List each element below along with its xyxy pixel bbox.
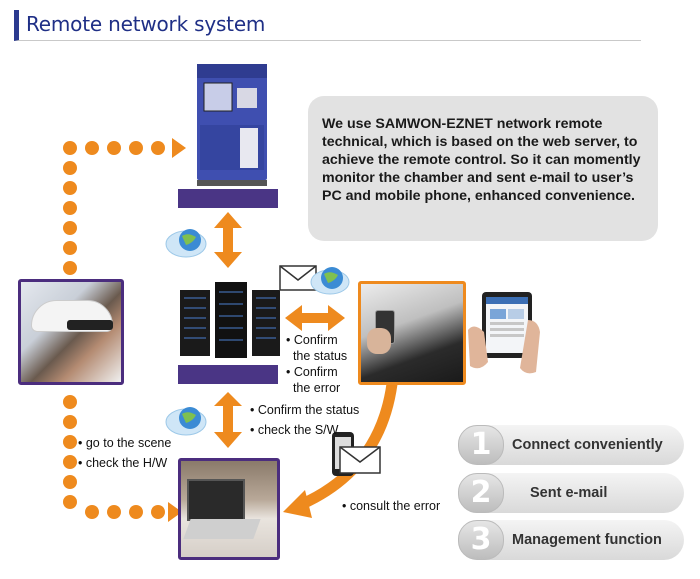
feature-label-3: Management function [512,532,662,548]
technician-photo [18,279,124,385]
label-check-sw: • check the S/W [250,423,339,437]
label-confirm-status-mid: • Confirm the status [250,403,360,417]
label-check-hw: • check the H/W [78,456,168,470]
label-confirm-error-right: • Confirm the error [286,365,341,395]
arrow-server-laptop [214,392,242,448]
dotted-path [63,138,186,522]
businessman-phone-photo [358,281,466,385]
goggles [67,320,113,330]
cloud-globe-icon [165,229,207,258]
phone-email-icon [332,432,381,476]
title-bar [14,10,641,41]
label-consult-error: • consult the error [342,499,441,513]
description-text: We use SAMWON-EZNET network remote techn… [322,116,641,204]
cloud-globe-icon [165,407,207,436]
email-icon [279,265,317,291]
tablet-image [468,292,540,374]
feature-number-2: 2 [458,473,504,513]
arrow-chamber-server [214,212,242,268]
feature-label-1: Connect conveniently [512,437,663,453]
cloud-globe-icon [310,267,350,295]
arrow-server-phone [285,305,345,331]
chamber-image [197,64,267,186]
laptop-keyboard [183,519,261,539]
feature-number-1: 1 [458,425,504,465]
feature-number-3: 3 [458,520,504,560]
laptop-photo [178,458,280,560]
feature-label-2: Sent e-mail [530,485,608,501]
hand [367,328,391,354]
server-plate [178,365,278,384]
description-box [308,96,658,241]
server-image [180,282,280,358]
label-confirm-status-right: • Confirm the status [286,333,348,363]
label-go-to-scene: • go to the scene [78,436,172,450]
chamber-plate [178,189,278,208]
laptop-screen [187,479,245,521]
page-title: Remote network system [26,12,266,36]
